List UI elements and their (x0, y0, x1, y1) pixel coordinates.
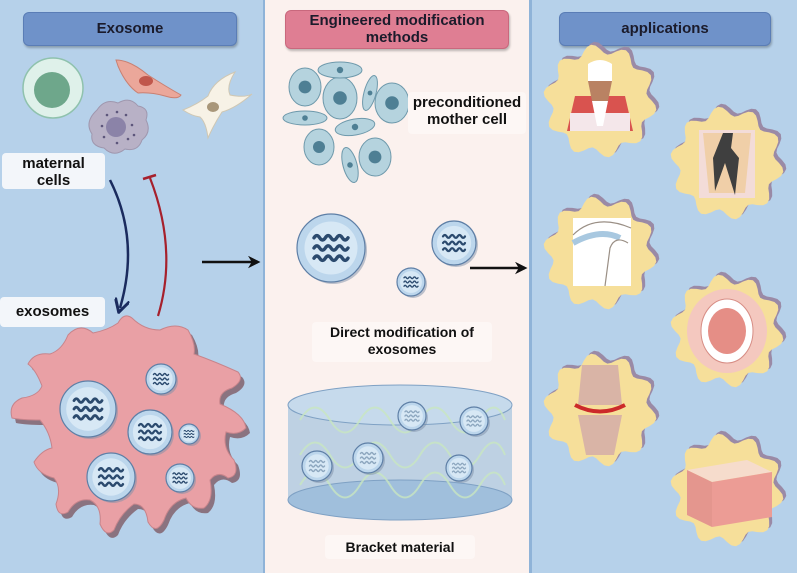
mother-cell (374, 82, 410, 124)
exosome-vesicle (459, 406, 490, 437)
applications-header: applications (559, 12, 771, 46)
bracket-scaffold-icon (287, 384, 513, 521)
exosome-vesicle (431, 220, 478, 267)
mother-line1: preconditioned (412, 94, 522, 111)
skin-tissue-icon (670, 430, 787, 547)
maternal-line1: maternal (22, 155, 85, 172)
knee-osteoarthritis-icon (543, 350, 660, 467)
macrophage-cell-icon (88, 99, 149, 154)
exosome-header-text: Exosome (96, 20, 164, 37)
mother-line2: mother cell (426, 111, 508, 128)
mesenchymal-cell-icon (181, 70, 253, 140)
tmj-joint-icon (543, 193, 660, 310)
exosome-vesicle (127, 409, 174, 456)
direct-line2: exosomes (367, 341, 437, 357)
exosome-vesicle (178, 423, 201, 446)
mother-cell (317, 61, 363, 79)
exosome-header: Exosome (23, 12, 237, 46)
preconditioned-mother-cells-icon (282, 61, 410, 183)
direct-modification-label: Direct modification of exosomes (312, 322, 492, 362)
exosomes-label: exosomes (0, 297, 105, 327)
inhibition-arrow (148, 177, 168, 317)
exosome-vesicle (165, 463, 196, 494)
exosome-vesicle (301, 450, 334, 483)
fibroblast-cell-icon (115, 59, 182, 99)
lymphocyte-cell-icon (22, 57, 84, 119)
periodontitis-tooth-icon (543, 41, 660, 158)
exosome-vesicle (396, 267, 427, 298)
secretion-arrow (108, 179, 128, 308)
mother-cell (322, 76, 358, 120)
engineered-header-line1: Engineered modification (309, 12, 485, 29)
mother-cell (334, 117, 376, 137)
exosome-vesicle (352, 442, 385, 475)
mother-cell (358, 137, 392, 177)
mother-cell (341, 147, 359, 183)
exosome-vesicle (86, 452, 137, 503)
inhibition-bar (142, 173, 157, 181)
mother-cell (288, 67, 322, 107)
mother-cell (362, 75, 378, 111)
oral-mucosa-mouth-icon (670, 271, 787, 388)
engineered-header-line2: methods (365, 29, 429, 46)
bracket-material-label: Bracket material (325, 535, 475, 559)
mother-cell (303, 128, 335, 166)
bracket-label-text: Bracket material (345, 539, 455, 555)
exosome-vesicles-left (59, 363, 201, 503)
exosome-vesicle (296, 213, 367, 284)
direct-modification-exosomes-icon (296, 213, 478, 298)
maternal-line2: cells (36, 172, 71, 189)
maternal-cells-label: maternal cells (2, 153, 105, 189)
applications-header-text: applications (621, 20, 709, 37)
exosome-vesicle (145, 363, 178, 396)
exosome-vesicle (445, 454, 474, 483)
exosome-vesicle (397, 401, 428, 432)
dental-caries-pulp-icon (670, 103, 787, 220)
application-badges (543, 41, 787, 547)
preconditioned-mother-cell-label: preconditioned mother cell (408, 92, 526, 134)
mother-cell (282, 110, 328, 126)
direct-line1: Direct modification of (330, 324, 474, 340)
engineered-methods-header: Engineered modification methods (285, 10, 509, 49)
exosome-vesicle (59, 380, 118, 439)
exosomes-label-text: exosomes (15, 303, 90, 320)
scaffold-exosomes (301, 401, 490, 483)
